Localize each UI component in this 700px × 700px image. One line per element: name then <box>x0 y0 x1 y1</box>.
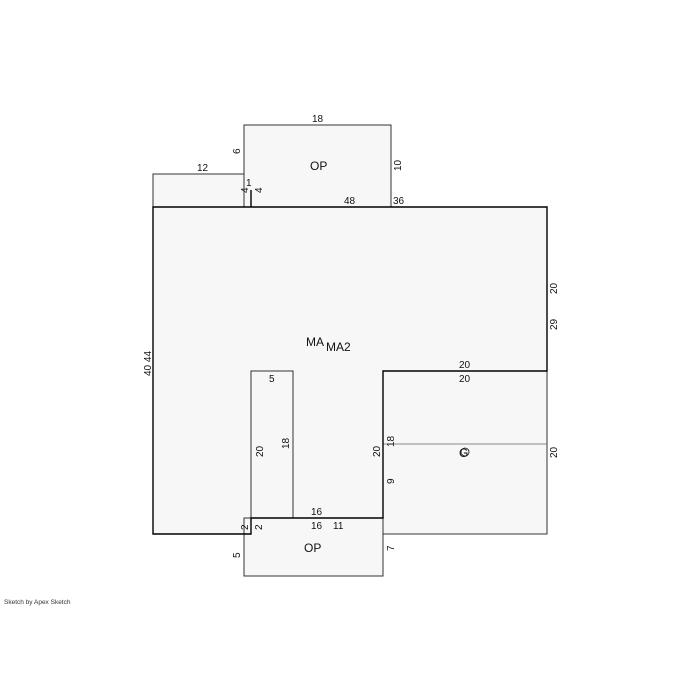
dim-garage-left-a: 20 <box>372 445 383 457</box>
dim-bottom-top-b: 16 <box>311 521 323 532</box>
dim-notch-right: 18 <box>281 437 292 449</box>
dim-left-side: 40 44 <box>143 351 154 376</box>
main-area-label: MA <box>306 335 324 349</box>
main-outline <box>152 206 548 535</box>
dim-right-upper-a: 20 <box>549 282 560 294</box>
garage-area <box>382 370 548 535</box>
notch-area <box>250 370 294 519</box>
dim-garage-left-c: 9 <box>386 478 397 484</box>
dim-notch-left: 20 <box>255 445 266 457</box>
main-area-2-label: MA2 <box>326 340 351 354</box>
top-porch-area <box>243 124 392 208</box>
dim-garage-top-a: 20 <box>459 360 471 371</box>
garage-symbol-ring <box>460 447 470 457</box>
dim-bottom-top-a: 16 <box>311 507 323 518</box>
dim-bottom-right: 7 <box>386 545 397 551</box>
dim-upper-left-width: 12 <box>197 163 209 174</box>
dim-garage-left-b: 18 <box>386 435 397 447</box>
top-porch-label: OP <box>310 159 327 173</box>
dim-step-a: 1 <box>246 178 252 189</box>
dim-bottom-left: 5 <box>232 552 243 558</box>
dim-step-c: 4 <box>254 187 265 193</box>
bottom-porch-label: OP <box>304 541 321 555</box>
dim-top-porch-right: 10 <box>393 159 404 171</box>
dim-notch-top: 5 <box>269 374 275 385</box>
dim-garage-right: 20 <box>549 446 560 458</box>
dim-garage-top-b: 20 <box>459 374 471 385</box>
upper-left-block <box>152 173 252 208</box>
dim-step-b: 4 <box>240 187 251 193</box>
dim-top-porch-left: 6 <box>232 148 243 154</box>
dim-bottom-step-b: 2 <box>254 524 265 530</box>
garage-symbol: G <box>459 446 468 460</box>
sketch-credit: Sketch by Apex Sketch <box>4 599 71 606</box>
dim-main-top-b: 36 <box>393 196 405 207</box>
dim-bottom-step-a: 2 <box>240 524 251 530</box>
dim-main-top-a: 48 <box>344 196 356 207</box>
dim-bottom-top-c: 11 <box>333 521 344 532</box>
bottom-porch-area <box>243 517 384 577</box>
dim-right-upper-b: 29 <box>549 318 560 330</box>
dim-top-porch-width: 18 <box>312 114 324 125</box>
